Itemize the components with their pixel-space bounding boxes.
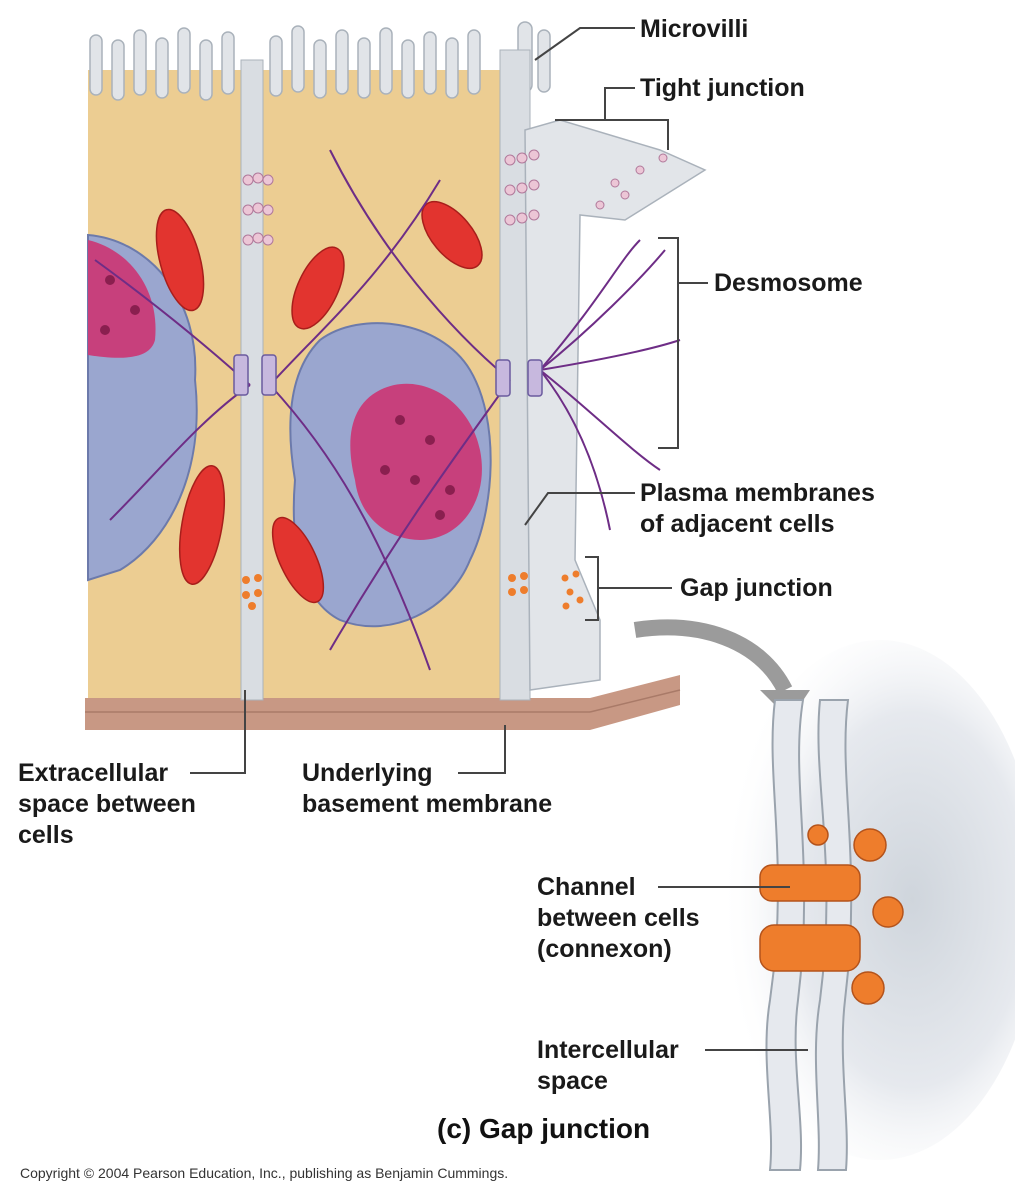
mitochondria [155,201,483,604]
connexons [759,824,904,1005]
desmosome-plaques [233,354,543,397]
microvilli [89,21,551,101]
figure-caption: (c) Gap junction [437,1113,651,1144]
gap-junction-inset [633,619,1015,1171]
inset-arrow [633,619,793,694]
microvilli-label: Microvilli [640,15,749,43]
tight-junction-label: Tight junction [640,74,805,102]
plasma-membranes-label: Plasma membranes of adjacent cells [640,479,875,538]
intermediate-filaments [94,149,681,671]
gap-junction-dots [242,570,584,610]
intercellular-space-label: Intercellular space [537,1036,679,1095]
basement-membrane [85,675,680,730]
chromatin-center [350,383,482,540]
gap-junction-label: Gap junction [680,574,833,602]
leader-lines [190,27,808,1051]
membrane-sheet [524,119,707,691]
extracellular-space-label: Extracellular space between cells [18,759,196,849]
desmosome-label: Desmosome [714,269,863,297]
epithelium-block [85,21,707,730]
basement-membrane-label: Underlying basement membrane [302,759,553,818]
tight-junction-beads [242,149,668,246]
channel-label: Channel between cells (connexon) [537,873,700,963]
copyright-notice: Copyright © 2004 Pearson Education, Inc.… [20,1165,509,1181]
